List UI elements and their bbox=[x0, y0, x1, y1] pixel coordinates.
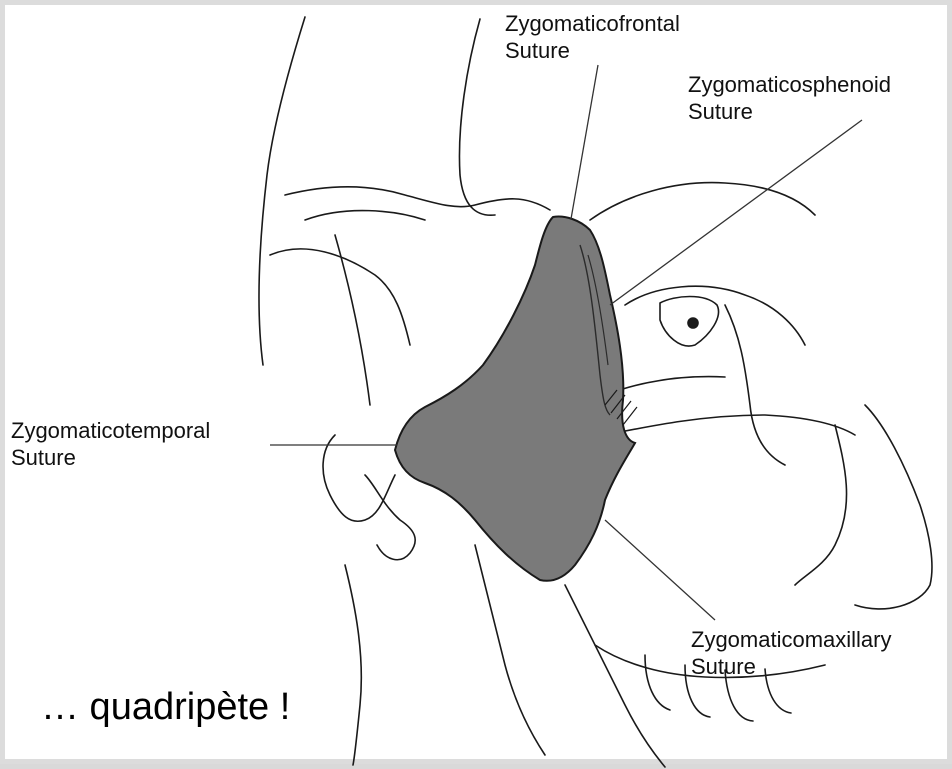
lacrimal-foramen bbox=[688, 318, 698, 328]
ear-inner bbox=[365, 475, 415, 560]
nose-outline bbox=[855, 405, 932, 609]
label-line: Zygomaticofrontal bbox=[505, 10, 680, 37]
tooth-1 bbox=[645, 655, 670, 710]
orbit-lower bbox=[625, 286, 805, 345]
label-zygomaticotemporal-suture: Zygomaticotemporal Suture bbox=[11, 417, 210, 471]
brow-line-2 bbox=[305, 211, 425, 220]
brow-line bbox=[285, 187, 550, 210]
forehead-curve bbox=[459, 19, 495, 215]
label-zygomaticomaxillary-suture: Zygomaticomaxillary Suture bbox=[691, 626, 892, 680]
nasal-bridge bbox=[725, 305, 785, 465]
leader-zygomaticomaxillary bbox=[605, 520, 715, 620]
orbit-upper bbox=[590, 183, 815, 220]
jaw-lower bbox=[565, 585, 665, 767]
label-line: Suture bbox=[505, 37, 680, 64]
zygoma-bone bbox=[395, 217, 635, 581]
ear-outline bbox=[323, 435, 395, 521]
maxilla-line bbox=[605, 415, 855, 435]
label-zygomaticosphenoid-suture: Zygomaticosphenoid Suture bbox=[688, 71, 891, 125]
leader-zygomaticofrontal bbox=[571, 65, 598, 219]
temporal-line-2 bbox=[335, 235, 370, 405]
label-line: Zygomaticosphenoid bbox=[688, 71, 891, 98]
label-line: Zygomaticomaxillary bbox=[691, 626, 892, 653]
label-line: Suture bbox=[11, 444, 210, 471]
cranium-outline bbox=[259, 17, 305, 365]
label-zygomaticofrontal-suture: Zygomaticofrontal Suture bbox=[505, 10, 680, 64]
ramus-line bbox=[345, 565, 361, 765]
nasal-concha bbox=[795, 425, 847, 585]
label-line: Zygomaticotemporal bbox=[11, 417, 210, 444]
caption-text: … quadripète ! bbox=[41, 685, 290, 729]
label-line: Suture bbox=[691, 653, 892, 680]
temporal-line bbox=[270, 249, 410, 345]
label-line: Suture bbox=[688, 98, 891, 125]
leader-zygomaticosphenoid bbox=[610, 120, 862, 305]
